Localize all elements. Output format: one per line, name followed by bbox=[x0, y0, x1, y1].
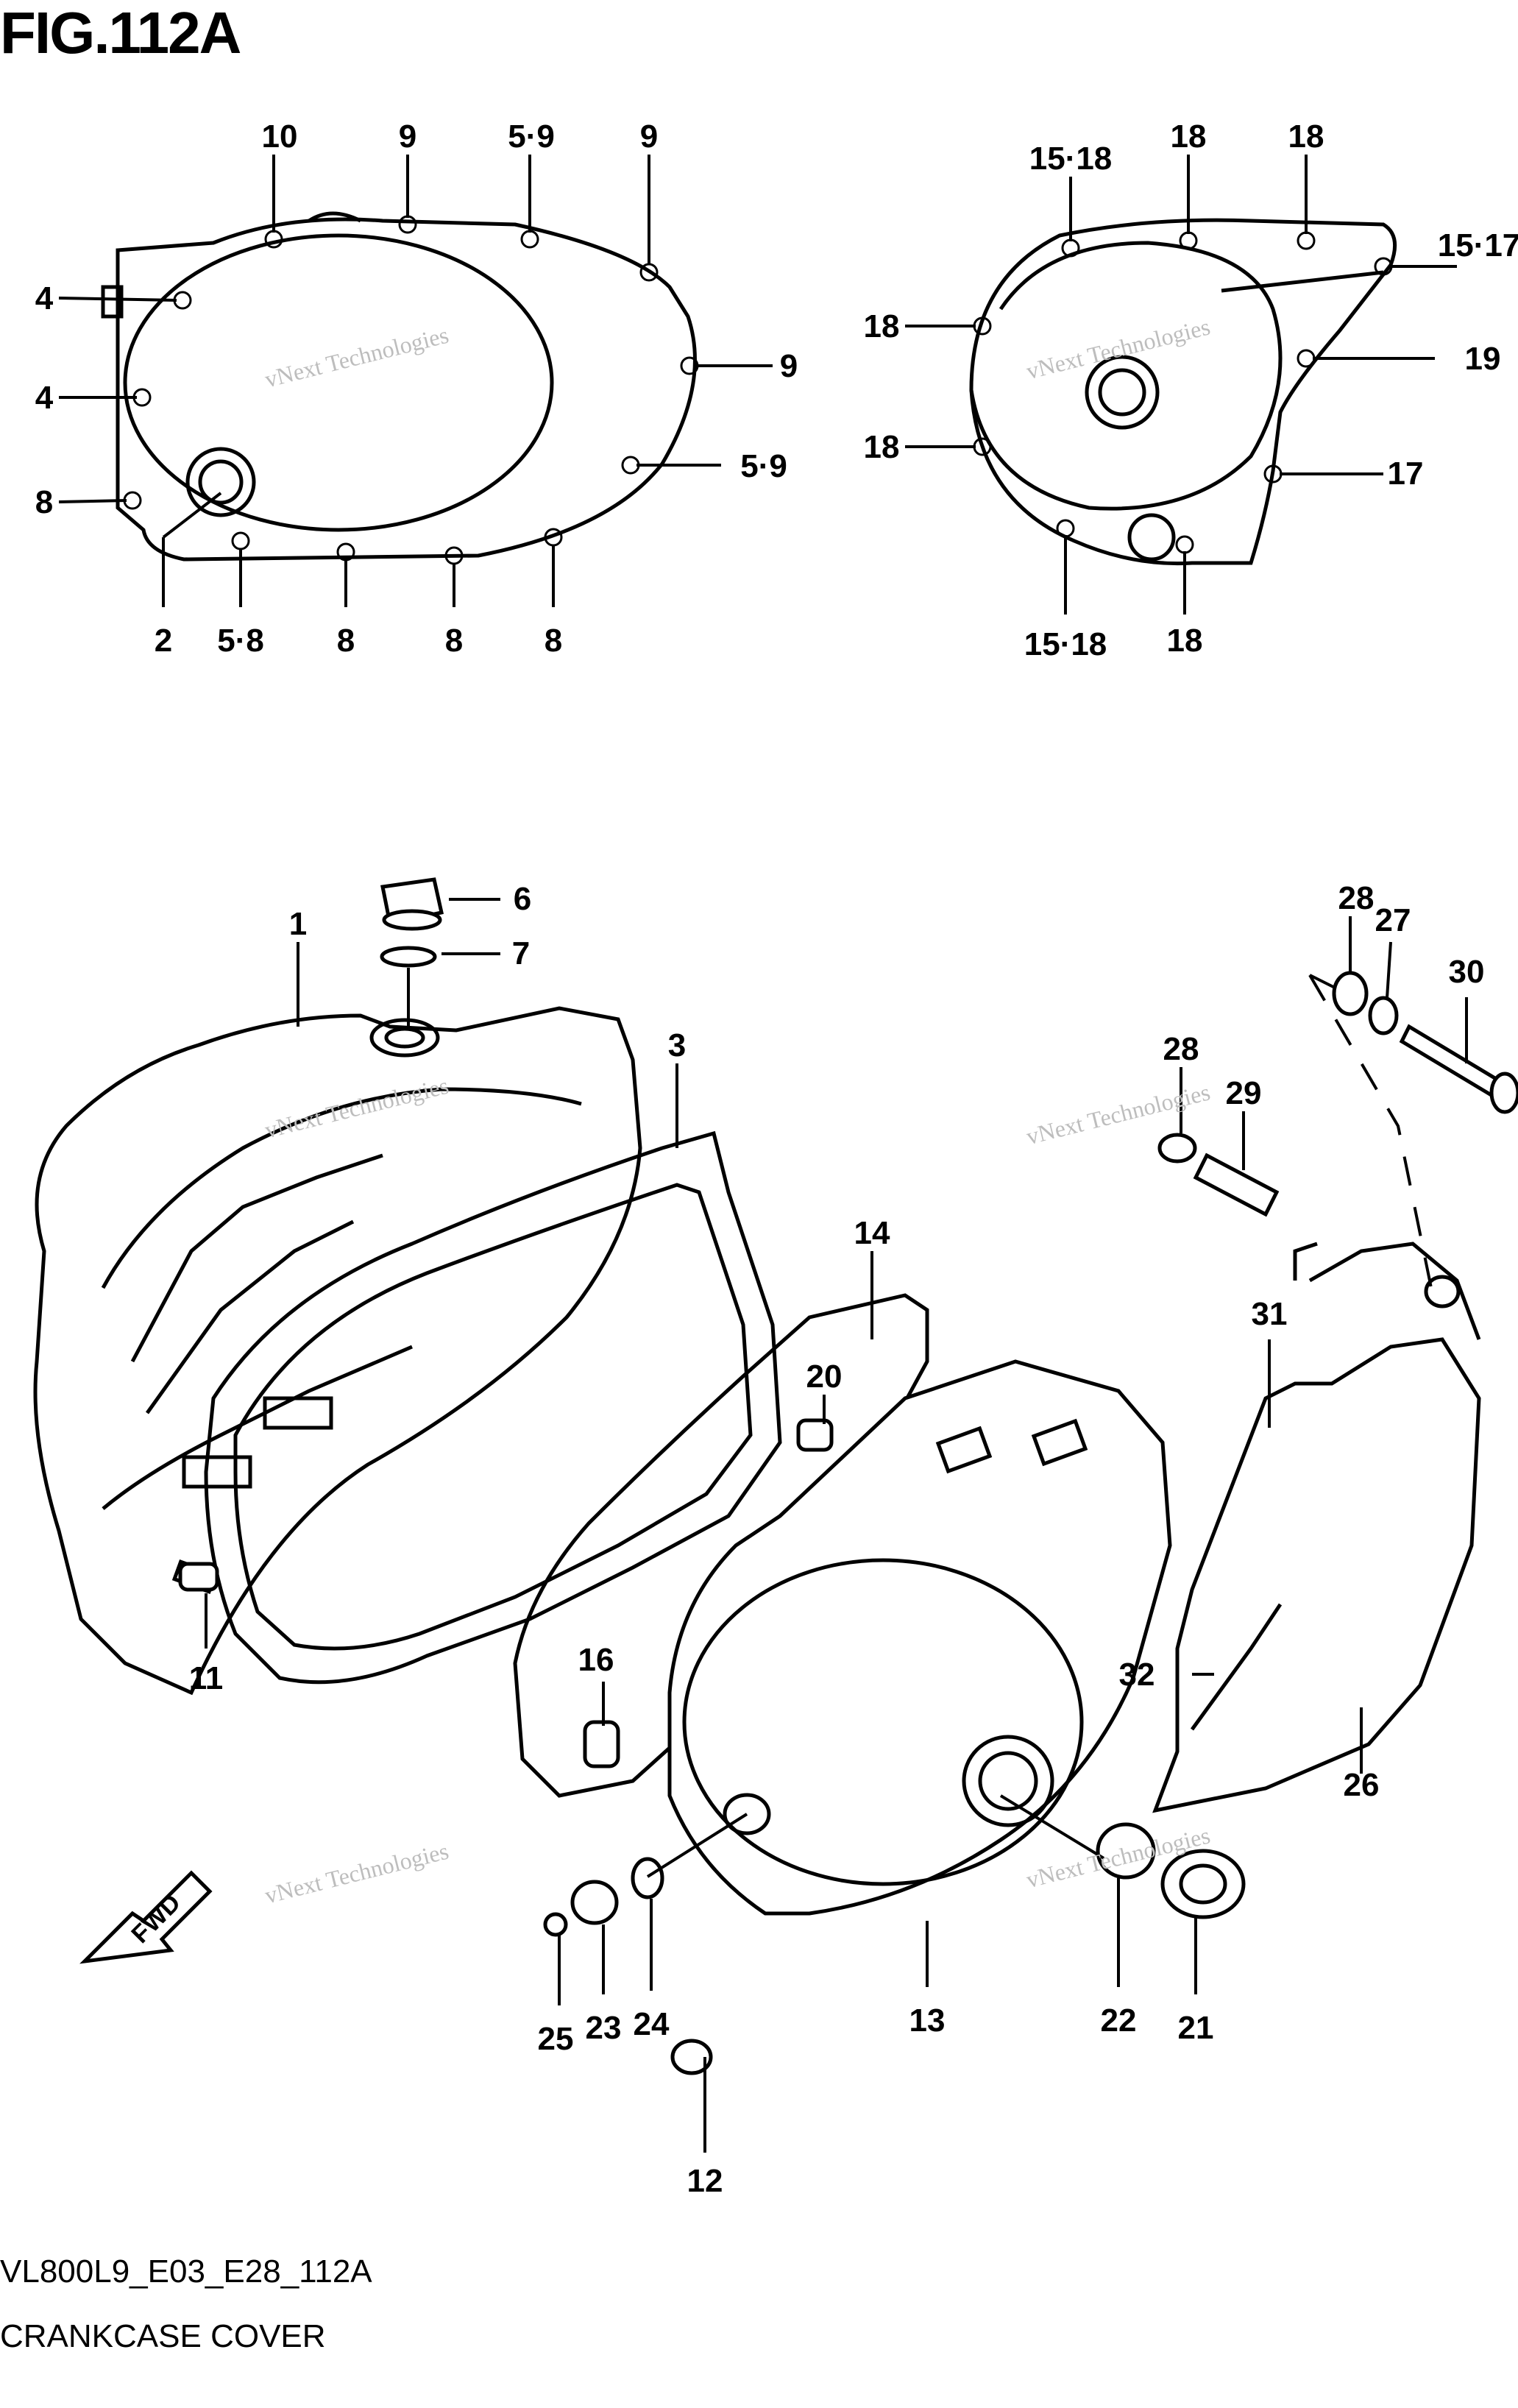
o-ring-part bbox=[380, 946, 437, 968]
callout-7: 7 bbox=[512, 935, 530, 971]
callout-5-9: 5·9 bbox=[740, 448, 787, 484]
callout-13: 13 bbox=[909, 2002, 946, 2039]
callout-21: 21 bbox=[1178, 2010, 1214, 2046]
callout-17: 17 bbox=[1388, 456, 1424, 492]
clutch-cover-outline-view bbox=[101, 211, 699, 565]
callout-26: 26 bbox=[1344, 1767, 1380, 1803]
bolt-part bbox=[1399, 1024, 1518, 1114]
callout-28: 28 bbox=[1163, 1031, 1199, 1067]
callout-11: 11 bbox=[189, 1660, 224, 1696]
callout-1: 1 bbox=[289, 906, 307, 942]
gasket-part-14 bbox=[513, 1293, 929, 1798]
drain-plug-part-23 bbox=[570, 1880, 619, 1925]
callout-6: 6 bbox=[514, 881, 531, 917]
nut-part-mid bbox=[1157, 1133, 1197, 1164]
gasket-washer-part-24 bbox=[631, 1857, 664, 1899]
callout-5-9: 5·9 bbox=[508, 118, 555, 155]
dowel-pin-part-16 bbox=[583, 1720, 620, 1768]
figure-code: VL800L9_E03_E28_112A bbox=[0, 2253, 372, 2290]
callout-29: 29 bbox=[1226, 1075, 1262, 1111]
callout-15-17: 15·17 bbox=[1438, 227, 1518, 263]
assembly-leader-lines bbox=[205, 898, 1468, 2153]
figure-title: FIG.112A bbox=[0, 0, 241, 65]
callout-8: 8 bbox=[445, 623, 463, 659]
callout-27: 27 bbox=[1375, 902, 1411, 938]
washer-part bbox=[1368, 996, 1399, 1035]
clutch-cover-part bbox=[667, 1359, 1172, 1916]
callout-18: 18 bbox=[1171, 118, 1207, 155]
callout-18: 18 bbox=[1167, 623, 1203, 659]
collar-part bbox=[1193, 1152, 1280, 1217]
forward-direction-arrow: FWD bbox=[79, 1870, 213, 1964]
callout-10: 10 bbox=[262, 118, 298, 155]
callout-8: 8 bbox=[337, 623, 355, 659]
callout-2: 2 bbox=[155, 623, 172, 659]
dowel-pin-part-11 bbox=[178, 1562, 219, 1592]
callout-16: 16 bbox=[578, 1642, 614, 1678]
callout-28: 28 bbox=[1338, 880, 1375, 916]
callout-4: 4 bbox=[35, 380, 54, 416]
o-ring-part-22 bbox=[1096, 1822, 1156, 1880]
callout-18: 18 bbox=[864, 308, 900, 344]
callout-9: 9 bbox=[780, 348, 798, 384]
watermark-text-5: vNext Technologies bbox=[262, 1838, 451, 1909]
clutch-cover-leader-lines bbox=[58, 155, 773, 607]
gasket-part bbox=[204, 1130, 782, 1685]
callout-24: 24 bbox=[634, 2006, 670, 2042]
magneto-cover-outline-view bbox=[969, 218, 1397, 566]
oil-filler-cap-part bbox=[380, 877, 444, 931]
crankcase-cover-part bbox=[33, 1006, 642, 1696]
magneto-cover-leader-lines bbox=[905, 155, 1457, 615]
plug-part-12 bbox=[670, 2039, 713, 2075]
callout-15-18: 15·18 bbox=[1029, 141, 1113, 177]
callout-32: 32 bbox=[1119, 1657, 1155, 1693]
callout-3: 3 bbox=[668, 1027, 686, 1063]
callout-9: 9 bbox=[640, 118, 658, 155]
callout-labels: 4 4 8 2 5·8 8 8 8 10 9 5·9 9 9 5·9 15·18… bbox=[35, 118, 1518, 2199]
callout-22: 22 bbox=[1101, 2002, 1137, 2039]
small-cap-part-25 bbox=[543, 1912, 568, 1937]
callout-8: 8 bbox=[545, 623, 562, 659]
callout-12: 12 bbox=[687, 2163, 723, 2199]
callout-18: 18 bbox=[864, 429, 900, 465]
callout-15-18: 15·18 bbox=[1024, 626, 1107, 662]
callout-5-8: 5·8 bbox=[217, 623, 264, 659]
callout-8: 8 bbox=[35, 484, 53, 520]
callout-19: 19 bbox=[1465, 341, 1501, 377]
callout-20: 20 bbox=[806, 1359, 843, 1395]
callout-30: 30 bbox=[1449, 954, 1485, 990]
guard-plate-part bbox=[1152, 1242, 1481, 1813]
callout-4: 4 bbox=[35, 280, 54, 316]
callout-31: 31 bbox=[1252, 1296, 1288, 1332]
callout-23: 23 bbox=[586, 2010, 622, 2046]
callout-25: 25 bbox=[538, 2021, 574, 2057]
callout-18: 18 bbox=[1288, 118, 1324, 155]
dowel-pin-part-20 bbox=[796, 1418, 834, 1452]
figure-name: CRANKCASE COVER bbox=[0, 2318, 326, 2354]
nut-part-top bbox=[1332, 971, 1369, 1016]
callout-14: 14 bbox=[854, 1215, 890, 1251]
callout-9: 9 bbox=[399, 118, 416, 155]
plug-part-21 bbox=[1160, 1849, 1246, 1919]
alignment-dashed-line bbox=[1308, 974, 1433, 1289]
